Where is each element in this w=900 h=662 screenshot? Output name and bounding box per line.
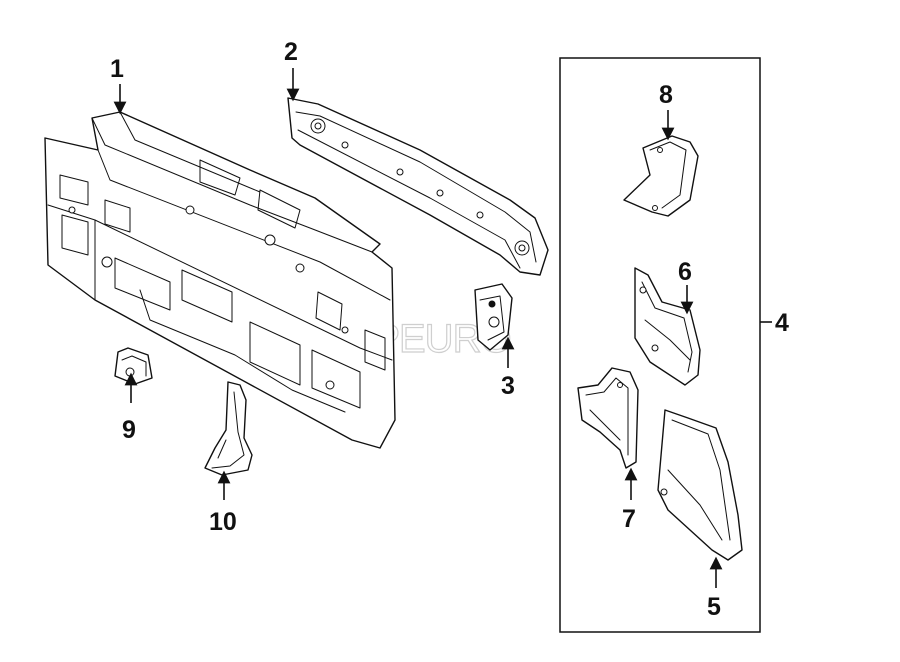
callout-4: 4 [775,309,789,337]
callout-7: 7 [622,505,636,533]
part-1-rear-body-panel[interactable] [44,111,396,449]
part-8-bracket[interactable] [623,135,699,217]
callout-8: 8 [659,81,673,109]
group-box-part-4 [559,57,761,633]
callout-10: 10 [209,508,237,536]
part-3-bracket[interactable] [474,283,513,351]
callout-6: 6 [678,258,692,286]
callout-3: 3 [501,372,515,400]
part-7-bracket[interactable] [577,367,639,469]
part-2-upper-reinforcement[interactable] [287,97,549,276]
callout-1: 1 [110,55,124,83]
part-6-panel[interactable] [634,267,701,386]
callout-2: 2 [284,38,298,66]
callout-9: 9 [122,416,136,444]
part-5-panel[interactable] [657,409,743,561]
part-10-brace[interactable] [204,381,253,476]
callout-5: 5 [707,593,721,621]
part-9-clip[interactable] [114,347,153,385]
